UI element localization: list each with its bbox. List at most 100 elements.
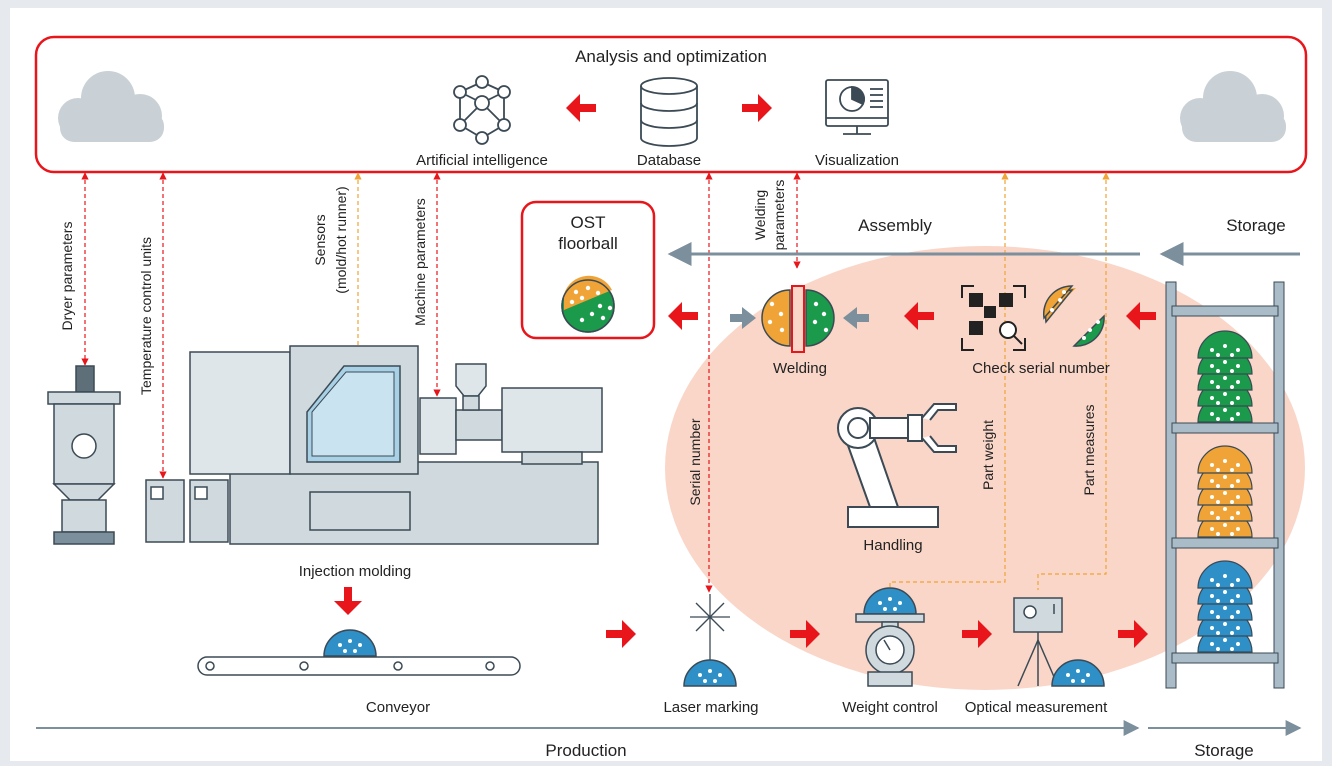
part-hole [1223, 507, 1227, 511]
part-hole [1216, 615, 1220, 619]
storage-bottom-label: Storage [1194, 741, 1254, 760]
part-hole [1223, 491, 1227, 495]
part-hole [1223, 344, 1227, 348]
conveyor-belt [197, 629, 521, 676]
arrow-right-icon [606, 620, 636, 648]
part-hole [1223, 574, 1227, 578]
part-hole [1223, 392, 1227, 396]
part-icon [683, 659, 737, 687]
floorball-label: floorball [558, 234, 618, 253]
part-hole [1230, 647, 1234, 651]
part-hole [1223, 360, 1227, 364]
cloud-icon [58, 71, 164, 142]
part-hole [1210, 642, 1214, 646]
part-hole [1216, 516, 1220, 520]
dryer-parameters-label: Dryer parameters [59, 222, 75, 331]
part-hole [1216, 647, 1220, 651]
part-hole [1210, 479, 1214, 483]
part-hole [1230, 401, 1234, 405]
check-serial-label: Check serial number [972, 360, 1110, 377]
qr-scan-icon [961, 285, 1026, 351]
part-hole [1230, 599, 1234, 603]
part-hole [1216, 401, 1220, 405]
welding-parameters-sub-label: parameters [771, 180, 787, 251]
part-hole [1216, 385, 1220, 389]
dryer-machine [47, 365, 121, 545]
optical-measurement-label: Optical measurement [965, 699, 1108, 716]
laser-icon [690, 594, 730, 660]
part-hole [1216, 532, 1220, 536]
weight-control-label: Weight control [842, 699, 938, 716]
sensors-label: Sensors [312, 214, 328, 265]
part-hole [1216, 484, 1220, 488]
orange-parts-stack [1197, 445, 1253, 538]
cloud-icon [1180, 71, 1286, 142]
database-label: Database [637, 152, 701, 169]
arrow-left-icon [1126, 302, 1156, 330]
part-weight-label: Part weight [980, 420, 996, 490]
part-hole [1210, 364, 1214, 368]
welding-label: Welding [773, 360, 827, 377]
part-hole [1210, 578, 1214, 582]
part-hole [1223, 606, 1227, 610]
part-hole [1236, 642, 1240, 646]
part-measures-label: Part measures [1081, 404, 1097, 495]
part-hole [1223, 638, 1227, 642]
storage-rack [1165, 281, 1285, 689]
part-hole [1210, 396, 1214, 400]
part-hole [1210, 495, 1214, 499]
part-hole [1236, 626, 1240, 630]
part-hole [1236, 578, 1240, 582]
part-hole [1210, 527, 1214, 531]
part-hole [1236, 364, 1240, 368]
part-hole [1216, 500, 1220, 504]
camera-tripod-icon [1013, 597, 1063, 687]
storage-top-label: Storage [1226, 216, 1286, 235]
machine-parameters-label: Machine parameters [412, 198, 428, 326]
neural-network-icon [453, 75, 511, 145]
laser-marking-label: Laser marking [663, 699, 758, 716]
part-hole [1230, 516, 1234, 520]
arrow-left-icon [668, 302, 698, 330]
part-hole [1236, 463, 1240, 467]
part-hole [1216, 631, 1220, 635]
part-hole [1230, 615, 1234, 619]
part-hole [1216, 369, 1220, 373]
part-hole [1223, 475, 1227, 479]
part-hole [1210, 380, 1214, 384]
part-hole [1216, 353, 1220, 357]
part-hole [1210, 594, 1214, 598]
assembly-label: Assembly [858, 216, 932, 235]
part-hole [1223, 622, 1227, 626]
part-hole [1230, 583, 1234, 587]
floorball-icon [561, 275, 615, 333]
part-hole [1210, 348, 1214, 352]
part-hole [1236, 396, 1240, 400]
part-hole [1216, 583, 1220, 587]
handling-label: Handling [863, 537, 922, 554]
part-hole [1223, 459, 1227, 463]
part-hole [1236, 348, 1240, 352]
ai-label: Artificial intelligence [416, 152, 548, 169]
part-hole [1230, 417, 1234, 421]
part-hole [1230, 532, 1234, 536]
monitor-chart-icon [825, 79, 889, 135]
part-hole [1230, 385, 1234, 389]
analysis-panel: Analysis and optimization Artificial int… [34, 35, 1308, 174]
part-hole [1236, 380, 1240, 384]
analysis-title: Analysis and optimization [575, 47, 767, 66]
part-hole [1236, 610, 1240, 614]
injection-molding-machine [189, 345, 603, 545]
part-hole [1223, 590, 1227, 594]
production-label: Production [545, 741, 626, 760]
arrow-left-icon [566, 94, 596, 122]
part-hole [1223, 376, 1227, 380]
part-hole [1236, 594, 1240, 598]
arrow-down-icon [334, 587, 362, 615]
arrow-right-icon [1118, 620, 1148, 648]
signal-lines [81, 172, 1110, 593]
robot-arm-icon [837, 403, 957, 528]
part-hole [1223, 523, 1227, 527]
part-hole [1230, 484, 1234, 488]
visualization-label: Visualization [815, 152, 899, 169]
